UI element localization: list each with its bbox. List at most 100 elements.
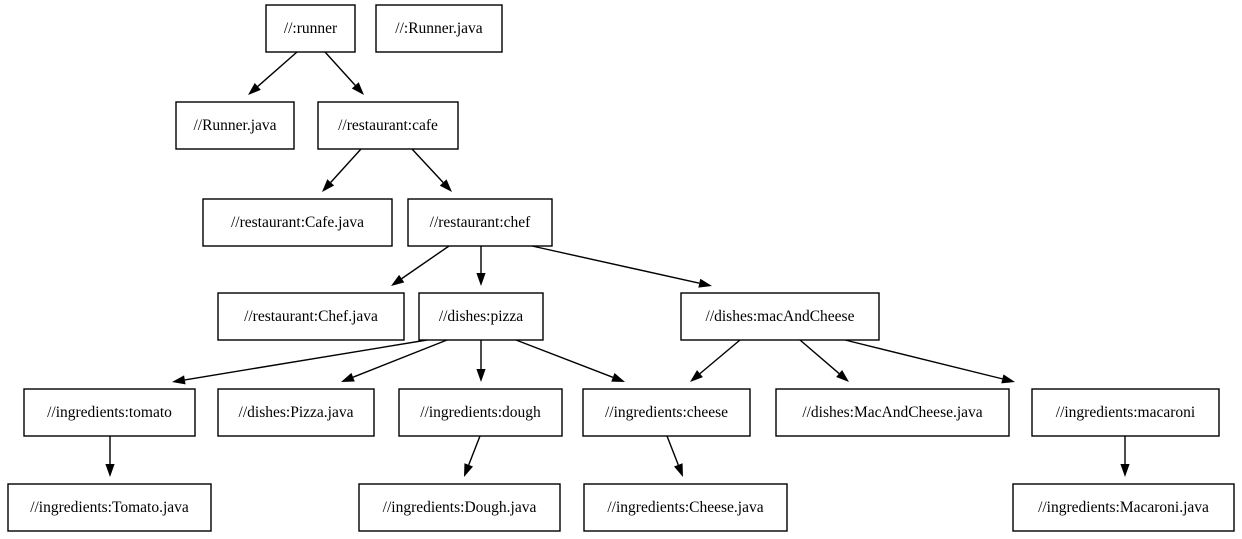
node-label: //:Runner.java — [395, 20, 483, 37]
node-label: //dishes:Pizza.java — [239, 404, 354, 421]
graph-node-dishes_pizza_java[interactable]: //dishes:Pizza.java — [217, 388, 375, 437]
node-box[interactable] — [775, 388, 1010, 437]
graph-edge — [105, 436, 115, 477]
graph-edge — [411, 148, 452, 192]
graph-node-dishes_pizza[interactable]: //dishes:pizza — [418, 292, 544, 341]
graph-edge — [341, 339, 448, 382]
node-label: //ingredients:tomato — [47, 404, 172, 421]
edge-arrowhead-icon — [341, 372, 355, 382]
node-label: //ingredients:Cheese.java — [607, 499, 763, 516]
node-box[interactable] — [23, 388, 196, 437]
graph-node-restaurant_chef[interactable]: //restaurant:chef — [407, 198, 553, 247]
node-box[interactable] — [1031, 388, 1220, 437]
node-label: //Runner.java — [193, 117, 276, 134]
node-label: //restaurant:cafe — [338, 117, 438, 134]
node-box[interactable] — [217, 292, 405, 341]
graph-node-dishes_macandcheese[interactable]: //dishes:macAndCheese — [680, 292, 880, 341]
graph-edge — [391, 245, 450, 286]
node-label: //dishes:MacAndCheese.java — [802, 404, 982, 421]
node-label: //:runner — [284, 20, 338, 37]
edge-line — [330, 148, 362, 183]
graph-node-cheese_java[interactable]: //ingredients:Cheese.java — [583, 483, 788, 532]
node-box[interactable] — [265, 4, 356, 53]
graph-node-dough_java[interactable]: //ingredients:Dough.java — [358, 483, 561, 532]
node-box[interactable] — [375, 4, 503, 53]
node-label: //restaurant:chef — [430, 214, 532, 231]
edge-line — [352, 339, 448, 378]
graph-edge — [322, 148, 362, 192]
edge-arrowhead-icon — [322, 179, 335, 192]
node-label: //ingredients:Tomato.java — [30, 499, 189, 516]
edge-arrowhead-icon — [351, 82, 364, 95]
graph-node-ingredients_cheese[interactable]: //ingredients:cheese — [582, 388, 751, 437]
node-label: //ingredients:macaroni — [1056, 404, 1196, 421]
graph-edge — [844, 339, 1015, 384]
edge-arrowhead-icon — [476, 369, 486, 382]
edge-line — [515, 339, 614, 378]
node-box[interactable] — [175, 101, 295, 150]
graph-edge — [172, 339, 428, 385]
graph-edge — [799, 339, 849, 382]
node-box[interactable] — [1012, 483, 1235, 532]
graph-edge — [324, 51, 364, 95]
edge-line — [666, 435, 679, 466]
node-box[interactable] — [398, 388, 563, 437]
edge-line — [401, 245, 450, 280]
node-box[interactable] — [680, 292, 880, 341]
graph-edge — [476, 246, 486, 286]
node-label: //ingredients:cheese — [605, 404, 728, 421]
graph-edge — [248, 51, 298, 95]
edge-arrowhead-icon — [673, 463, 683, 477]
graph-node-ingredients_dough[interactable]: //ingredients:dough — [398, 388, 563, 437]
edge-arrowhead-icon — [391, 274, 405, 286]
edge-line — [844, 339, 1003, 380]
graph-edge — [515, 339, 625, 382]
node-box[interactable] — [407, 198, 553, 247]
node-box[interactable] — [418, 292, 544, 341]
edge-arrowhead-icon — [690, 370, 703, 382]
graph-edges-layer — [105, 51, 1130, 477]
graph-node-dishes_mac_java[interactable]: //dishes:MacAndCheese.java — [775, 388, 1010, 437]
edge-arrowhead-icon — [248, 82, 261, 95]
edge-line — [468, 435, 481, 466]
graph-node-macaroni_java[interactable]: //ingredients:Macaroni.java — [1012, 483, 1235, 532]
edge-arrowhead-icon — [439, 179, 452, 192]
node-label: //ingredients:Macaroni.java — [1038, 499, 1209, 516]
graph-edge — [531, 245, 712, 288]
graph-node-restaurant_cafe_java[interactable]: //restaurant:Cafe.java — [202, 198, 393, 247]
edge-arrowhead-icon — [1120, 464, 1130, 477]
edge-line — [257, 51, 298, 87]
edge-arrowhead-icon — [698, 278, 712, 288]
graph-node-runner_java_root[interactable]: //:Runner.java — [375, 4, 503, 53]
graph-node-ingredients_macaroni[interactable]: //ingredients:macaroni — [1031, 388, 1220, 437]
graph-node-ingredients_tomato[interactable]: //ingredients:tomato — [23, 388, 196, 437]
node-box[interactable] — [582, 388, 751, 437]
node-label: //ingredients:dough — [420, 404, 541, 421]
node-label: //restaurant:Chef.java — [244, 308, 378, 325]
node-box[interactable] — [583, 483, 788, 532]
graph-edge — [666, 435, 683, 477]
graph-node-restaurant_cafe[interactable]: //restaurant:cafe — [317, 101, 459, 150]
node-box[interactable] — [7, 483, 212, 532]
graph-node-runner[interactable]: //:runner — [265, 4, 356, 53]
edge-arrowhead-icon — [105, 464, 115, 477]
edge-arrowhead-icon — [476, 273, 486, 286]
graph-edge — [464, 435, 481, 477]
node-box[interactable] — [202, 198, 393, 247]
graph-node-runner_java[interactable]: //Runner.java — [175, 101, 295, 150]
edge-arrowhead-icon — [836, 370, 849, 382]
graph-edge — [476, 340, 486, 382]
edge-arrowhead-icon — [172, 375, 186, 385]
node-label: //dishes:macAndCheese — [706, 308, 855, 325]
node-box[interactable] — [317, 101, 459, 150]
graph-nodes-layer: //:runner //:Runner.java //Runner.java //re… — [7, 4, 1235, 532]
graph-node-restaurant_chef_java[interactable]: //restaurant:Chef.java — [217, 292, 405, 341]
graph-edge — [1120, 436, 1130, 477]
node-box[interactable] — [358, 483, 561, 532]
node-box[interactable] — [217, 388, 375, 437]
edge-line — [531, 245, 700, 284]
node-label: //ingredients:Dough.java — [383, 499, 537, 516]
graph-node-tomato_java[interactable]: //ingredients:Tomato.java — [7, 483, 212, 532]
